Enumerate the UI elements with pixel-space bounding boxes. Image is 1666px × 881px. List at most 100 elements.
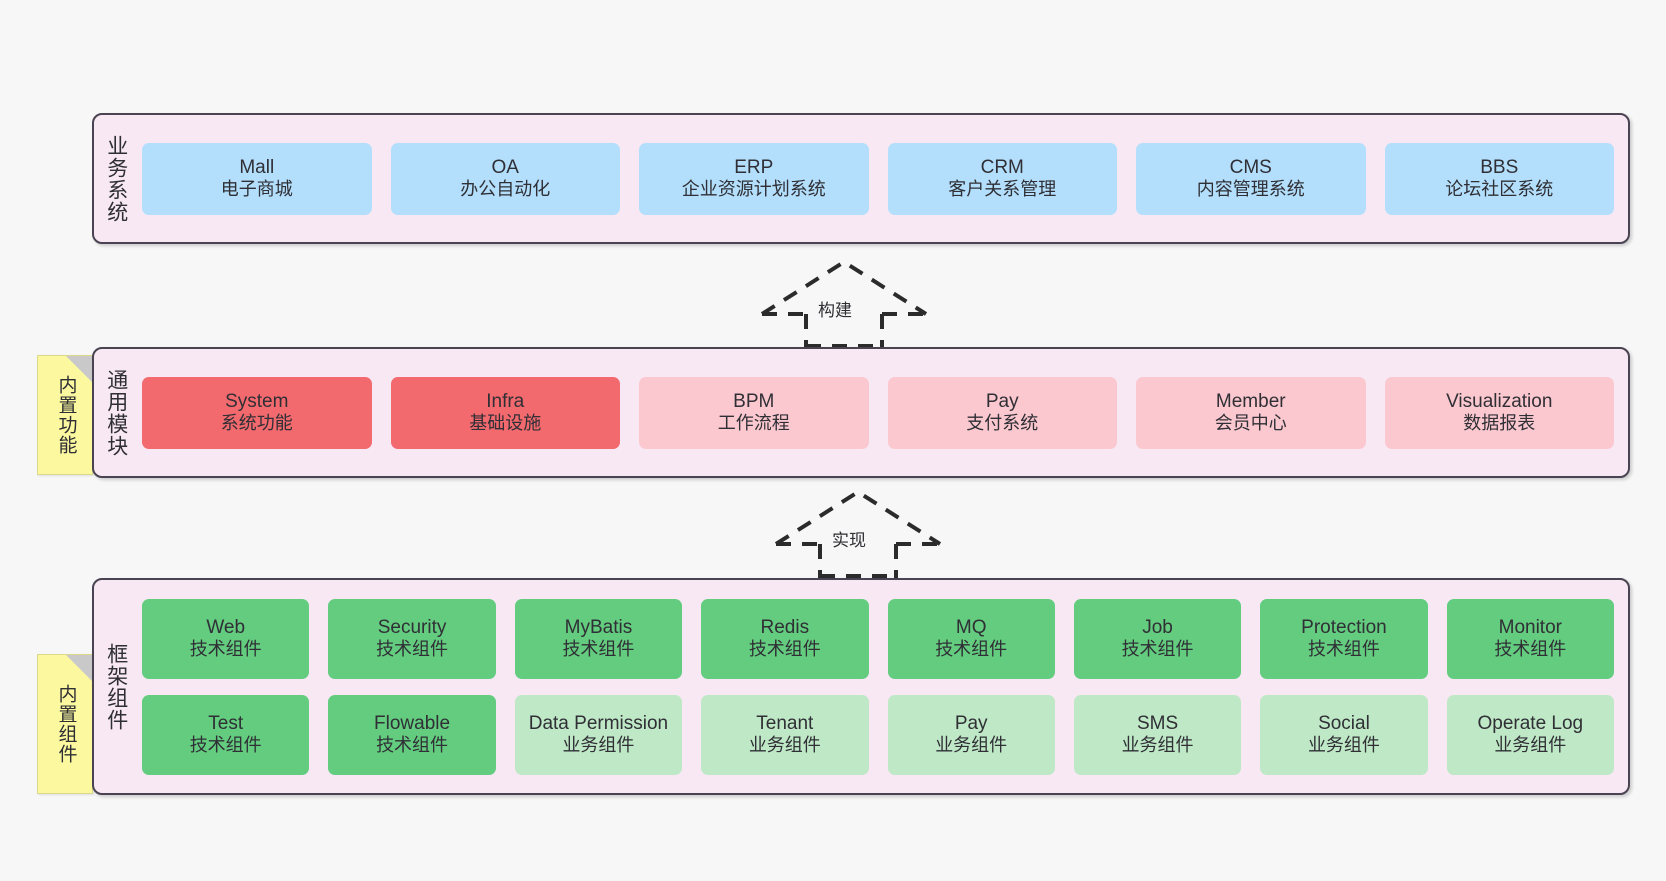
cell-title-en: Security (377, 616, 447, 638)
cell-title-en: Protection (1301, 616, 1387, 638)
cell-mall[interactable]: Mall 电子商城 (142, 142, 372, 215)
layer-business-systems: 业务系统 Mall 电子商城 OA 办公自动化 ERP 企业资源计划系统 CRM (92, 113, 1630, 244)
cell-title-cn: 技术组件 (376, 639, 449, 660)
cell-row-modules: System 系统功能 Infra 基础设施 BPM 工作流程 Pay 支付系统… (142, 376, 1614, 449)
cell-title-cn: 业务组件 (1307, 735, 1380, 756)
cell-title-en: CMS (1229, 156, 1272, 178)
layer-body-framework-components: Web 技术组件 Security 技术组件 MyBatis 技术组件 Redi… (138, 580, 1628, 793)
cell-title-en: MyBatis (564, 616, 633, 638)
cell-erp[interactable]: ERP 企业资源计划系统 (639, 142, 869, 215)
connector-build: 构建 (756, 258, 932, 348)
cell-title-en: BPM (733, 390, 775, 412)
cell-title-en: Infra (486, 390, 525, 412)
cell-title-cn: 电子商城 (220, 179, 293, 200)
cell-job[interactable]: Job 技术组件 (1073, 598, 1242, 679)
cell-title-cn: 技术组件 (1494, 639, 1567, 660)
cell-title-en: Mall (239, 156, 275, 178)
layer-framework-components: 框架组件 Web 技术组件 Security 技术组件 MyBatis 技术组件… (92, 578, 1630, 795)
cell-title-cn: 技术组件 (935, 639, 1008, 660)
cell-member[interactable]: Member 会员中心 (1136, 376, 1366, 449)
cell-title-en: SMS (1136, 712, 1179, 734)
cell-title-cn: 技术组件 (189, 735, 262, 756)
cell-title-cn: 业务组件 (748, 735, 821, 756)
cell-cms[interactable]: CMS 内容管理系统 (1136, 142, 1366, 215)
connector-label-realize: 实现 (832, 531, 866, 550)
cell-title-cn: 内容管理系统 (1196, 179, 1305, 200)
cell-title-en: Job (1142, 616, 1173, 638)
cell-mq[interactable]: MQ 技术组件 (887, 598, 1055, 679)
cell-pay[interactable]: Pay 支付系统 (887, 376, 1117, 449)
cell-title-cn: 业务组件 (1121, 735, 1194, 756)
cell-oa[interactable]: OA 办公自动化 (390, 142, 620, 215)
cell-title-cn: 支付系统 (966, 413, 1039, 434)
cell-web[interactable]: Web 技术组件 (142, 598, 310, 679)
cell-title-cn: 技术组件 (1121, 639, 1194, 660)
cell-pay-component[interactable]: Pay 业务组件 (887, 694, 1055, 775)
layer-title-common-modules: 通用模块 (104, 368, 128, 457)
cell-title-cn: 工作流程 (717, 413, 790, 434)
cell-title-cn: 技术组件 (189, 639, 262, 660)
note-builtin-components: 内置组件 (37, 654, 93, 794)
cell-title-en: Monitor (1498, 616, 1562, 638)
note-builtin-features: 内置功能 (37, 355, 93, 475)
cell-title-cn: 会员中心 (1214, 413, 1287, 434)
cell-social[interactable]: Social 业务组件 (1260, 694, 1428, 775)
cell-title-en: Visualization (1446, 390, 1553, 412)
cell-redis[interactable]: Redis 技术组件 (701, 598, 869, 679)
cell-mybatis[interactable]: MyBatis 技术组件 (514, 598, 683, 679)
cell-protection[interactable]: Protection 技术组件 (1260, 598, 1428, 679)
cell-sms[interactable]: SMS 业务组件 (1073, 694, 1242, 775)
cell-title-cn: 技术组件 (1307, 639, 1380, 660)
folded-corner-icon (66, 356, 92, 382)
cell-bbs[interactable]: BBS 论坛社区系统 (1384, 142, 1614, 215)
cell-data-permission[interactable]: Data Permission 业务组件 (514, 694, 683, 775)
cell-operate-log[interactable]: Operate Log 业务组件 (1446, 694, 1614, 775)
cell-tenant[interactable]: Tenant 业务组件 (701, 694, 869, 775)
cell-visualization[interactable]: Visualization 数据报表 (1384, 376, 1614, 449)
connector-label-build: 构建 (818, 301, 852, 320)
cell-title-en: Member (1215, 390, 1286, 412)
cell-title-cn: 技术组件 (376, 735, 449, 756)
cell-row-framework-tech: Web 技术组件 Security 技术组件 MyBatis 技术组件 Redi… (142, 598, 1614, 679)
cell-title-en: Redis (760, 616, 810, 638)
cell-title-en: System (225, 390, 289, 412)
note-label: 内置功能 (55, 375, 77, 455)
cell-title-cn: 论坛社区系统 (1445, 179, 1554, 200)
cell-row-framework-business: Test 技术组件 Flowable 技术组件 Data Permission … (142, 694, 1614, 775)
folded-corner-icon (66, 655, 92, 681)
cell-infra[interactable]: Infra 基础设施 (390, 376, 620, 449)
cell-test[interactable]: Test 技术组件 (142, 694, 310, 775)
cell-title-en: CRM (980, 156, 1024, 178)
cell-title-en: Pay (954, 712, 988, 734)
cell-title-cn: 技术组件 (748, 639, 821, 660)
cell-title-cn: 业务组件 (935, 735, 1008, 756)
cell-bpm[interactable]: BPM 工作流程 (639, 376, 869, 449)
cell-crm[interactable]: CRM 客户关系管理 (887, 142, 1117, 215)
cell-title-cn: 办公自动化 (460, 179, 551, 200)
layer-title-framework-components: 框架组件 (104, 642, 128, 731)
cell-title-en: Test (208, 712, 244, 734)
layer-body-business-systems: Mall 电子商城 OA 办公自动化 ERP 企业资源计划系统 CRM 客户关系… (138, 115, 1628, 242)
cell-title-en: Web (206, 616, 246, 638)
cell-title-cn: 基础设施 (469, 413, 542, 434)
cell-title-en: Tenant (756, 712, 814, 734)
cell-title-cn: 企业资源计划系统 (681, 179, 826, 200)
cell-title-en: Pay (985, 390, 1019, 412)
connector-realize: 实现 (770, 488, 946, 578)
cell-title-en: BBS (1480, 156, 1519, 178)
cell-title-en: Operate Log (1477, 712, 1584, 734)
cell-title-cn: 系统功能 (220, 413, 293, 434)
cell-security[interactable]: Security 技术组件 (328, 598, 496, 679)
layer-common-modules: 通用模块 System 系统功能 Infra 基础设施 BPM 工作流程 Pay (92, 347, 1630, 478)
cell-title-cn: 客户关系管理 (948, 179, 1057, 200)
cell-title-en: Flowable (374, 712, 451, 734)
cell-title-en: Social (1318, 712, 1370, 734)
cell-flowable[interactable]: Flowable 技术组件 (328, 694, 496, 775)
cell-monitor[interactable]: Monitor 技术组件 (1446, 598, 1614, 679)
cell-system[interactable]: System 系统功能 (142, 376, 372, 449)
cell-title-en: ERP (734, 156, 774, 178)
cell-title-en: MQ (955, 616, 987, 638)
cell-title-cn: 业务组件 (1494, 735, 1567, 756)
cell-title-cn: 技术组件 (562, 639, 635, 660)
